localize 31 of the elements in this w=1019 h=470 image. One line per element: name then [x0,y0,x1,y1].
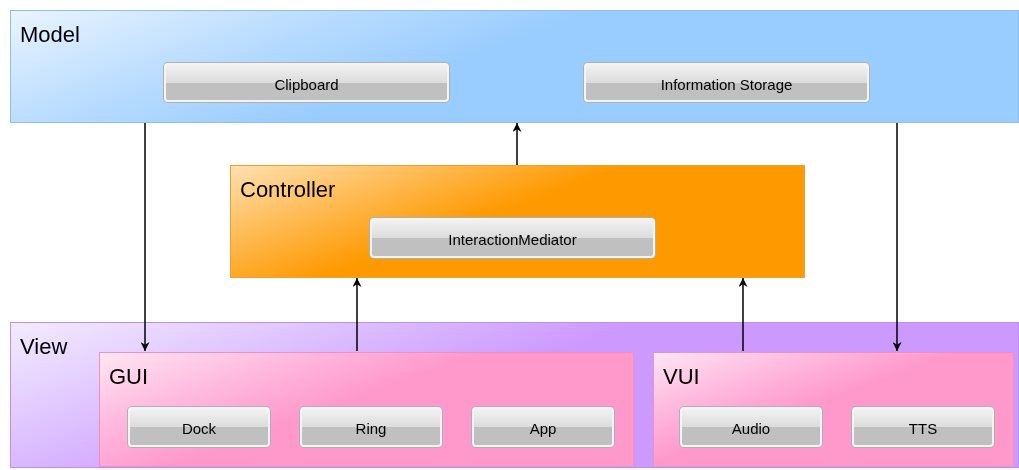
layer-title: GUI [109,363,149,391]
arrow [892,122,902,352]
component-label: Ring [354,419,388,439]
layer-title: View [20,333,68,361]
arrow [140,122,150,352]
layer-panel [653,352,1014,467]
component-label: Information Storage [659,75,794,95]
layer-panel [230,165,805,278]
component-box [680,407,822,447]
component-label: Clipboard [273,75,340,95]
component-label: TTS [907,419,939,439]
arrow [738,277,748,352]
component-label: InteractionMediator [447,230,578,250]
component-box [128,407,270,447]
layer-panel [10,10,1019,123]
arrow [352,277,362,352]
arrow [512,122,522,166]
layer-panel [99,352,634,467]
layer-title: VUI [663,363,700,391]
layer-panel [10,322,1019,468]
component-label: Dock [180,419,218,439]
component-label: App [528,419,558,439]
component-box [472,407,614,447]
component-label: Audio [730,419,772,439]
component-box [852,407,994,447]
component-box [300,407,442,447]
component-box [164,63,449,102]
layer-title: Model [20,21,80,49]
layer-title: Controller [240,176,336,204]
component-box [370,218,655,258]
component-box [584,63,869,102]
